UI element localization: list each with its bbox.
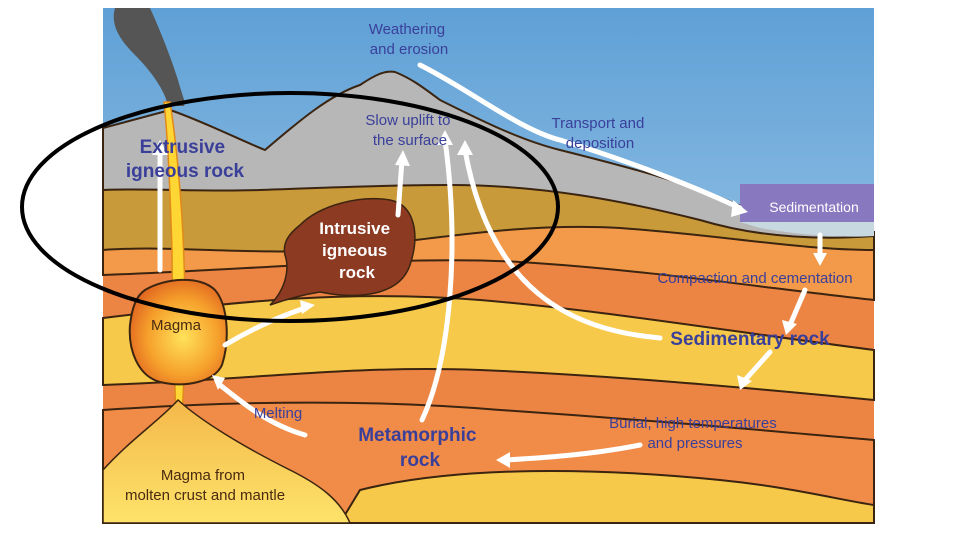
label-magma: Magma <box>151 317 202 334</box>
label-sedimentation: Sedimentation <box>769 199 859 215</box>
label-melting: Melting <box>254 405 302 422</box>
label-compaction: Compaction and cementation <box>657 270 852 287</box>
label-sedimentary-rock: Sedimentary rock <box>670 329 830 350</box>
